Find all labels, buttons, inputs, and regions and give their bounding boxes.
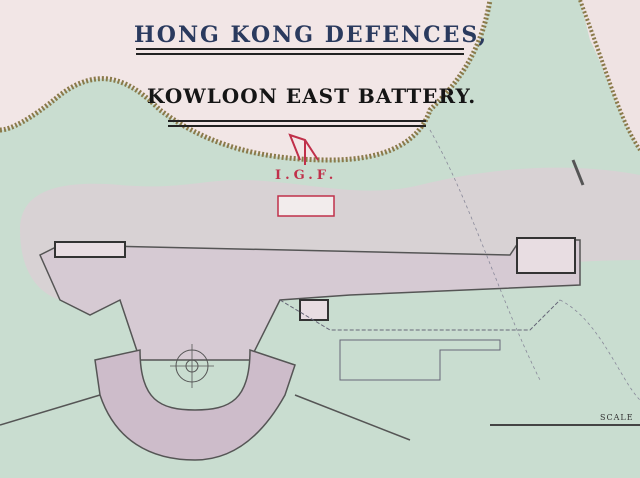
map-subtitle: KOWLOON EAST BATTERY. — [147, 84, 477, 108]
subtitle-underline — [168, 120, 426, 122]
title-underline — [136, 48, 464, 50]
broad-arrow — [288, 133, 319, 165]
battery-parade — [39, 239, 581, 361]
scale-label: SCALE — [600, 413, 634, 422]
gun-emplacement — [94, 348, 296, 461]
map-title: HONG KONG DEFENCES, — [134, 22, 489, 48]
store — [516, 237, 576, 274]
igf-mark: I.G.F. — [275, 168, 338, 183]
magazine — [299, 299, 329, 321]
building — [54, 241, 126, 258]
coastline-right — [578, 0, 640, 152]
ig-f-block — [277, 195, 335, 217]
